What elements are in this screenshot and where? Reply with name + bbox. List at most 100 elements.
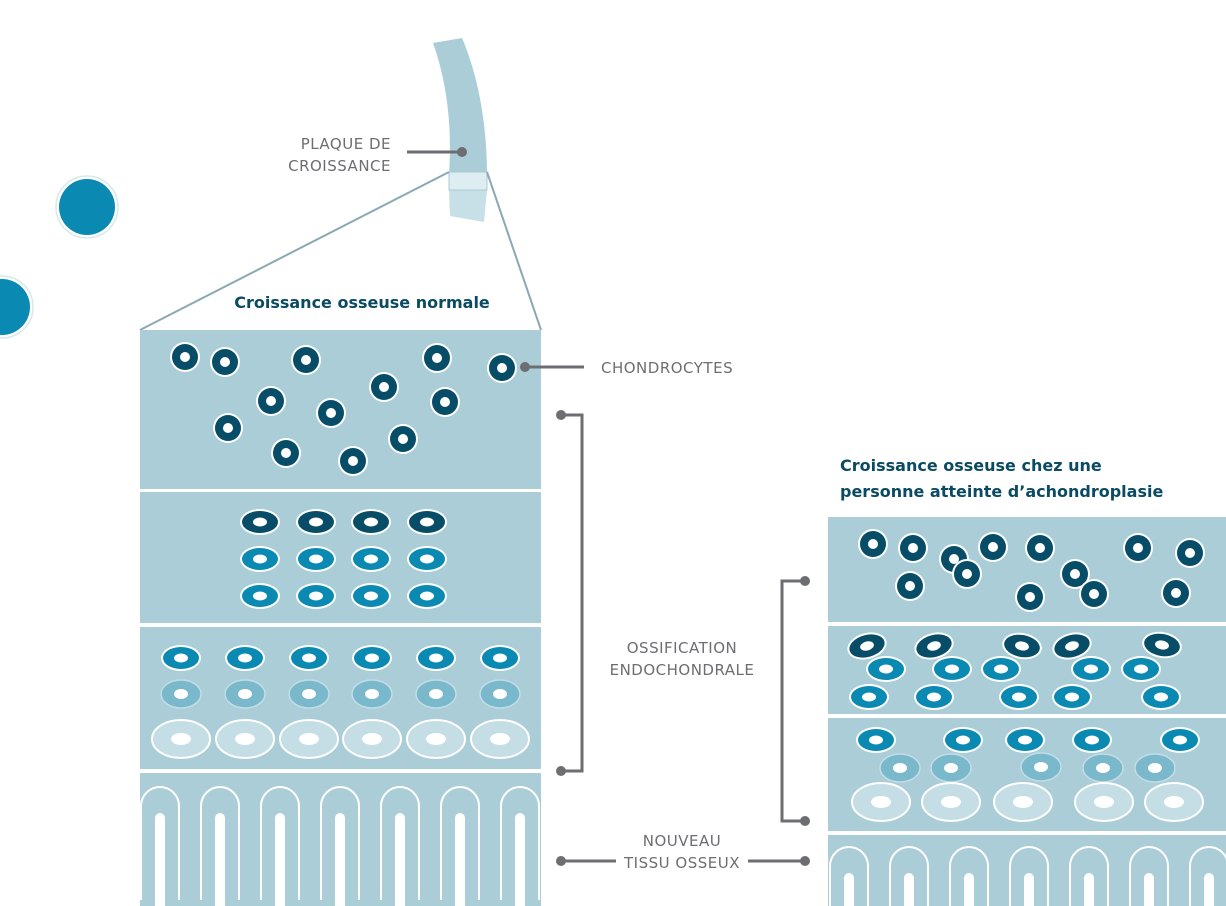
chondrocyte-cell [210,347,240,377]
decorative-dot [0,279,30,335]
chondrocyte-cell [170,342,200,372]
chondrocyte-cell [914,632,954,660]
chondrocyte-cell [161,645,201,671]
chondrocyte-cell [1005,727,1045,753]
chondrocyte-cell [993,782,1053,822]
chondrocyte-cell [296,583,336,609]
chondrocyte-cell [1002,632,1042,660]
chondrocyte-cell [213,413,243,443]
growth-plate-label: PLAQUE DE [301,135,391,153]
chondrocyte-cell [1161,578,1191,608]
bone-column [440,786,480,906]
zoom-line-right [486,171,542,331]
chondrocyte-cell [999,684,1039,710]
achondroplasia-title: Croissance osseuse chez une [840,456,1102,475]
chondrocyte-cell [288,679,330,709]
growth-plate-label-line1: PLAQUE DE [301,135,391,153]
chondrocyte-cell [1142,631,1182,659]
new-bone-leader [556,856,810,866]
growth-plate-highlight [448,171,488,191]
chondrocyte-cell [1134,753,1176,783]
chondrocyte-cell [296,509,336,535]
chondrocyte-cell [943,727,983,753]
chondrocyte-cell [279,719,339,759]
chondrocyte-cell [1121,656,1161,682]
chondrocyte-cell [430,387,460,417]
chondrocyte-cell [930,753,972,783]
ossification-label-line1: OSSIFICATION [627,639,738,657]
bone-column [1189,846,1226,906]
bone-column [1129,846,1169,906]
chondrocyte-cell [351,509,391,535]
ossification-label: OSSIFICATION [627,639,738,657]
bone-column [140,786,180,906]
chondrocyte-cell [351,546,391,572]
chondrocyte-cell [342,719,402,759]
chondrocyte-cell [487,353,517,383]
chondrocyte-cell [879,753,921,783]
chondrocyte-cell [1144,782,1204,822]
chondrocyte-cell [895,571,925,601]
ossification-bracket-normal [556,410,584,776]
chondrocyte-cell [480,645,520,671]
chondrocyte-cell [921,782,981,822]
chondrocyte-cell [898,533,928,563]
chondrocyte-cell [470,719,530,759]
zone-proliferative [140,492,541,623]
normal-title: Croissance osseuse normale [234,293,490,312]
normal-growth-panel [140,330,541,906]
chondrocyte-cell [856,727,896,753]
bone-column [500,786,540,906]
bone-column [949,846,989,906]
chondrocyte-cell [291,345,321,375]
ossification-label-line2: ENDOCHONDRALE [610,661,755,679]
chondrocyte-cell [407,583,447,609]
decorative-dots [0,175,119,339]
chondrocyte-cell [240,509,280,535]
chondrocyte-cell [932,656,972,682]
chondrocyte-cell [316,398,346,428]
chondrocyte-cell [416,645,456,671]
chondrocyte-cell [256,386,286,416]
new-bone-label: NOUVEAU [643,832,722,850]
new-bone-label: TISSU OSSEUX [623,854,740,872]
chondrocyte-cell [1082,753,1124,783]
new-bone-label-line2: TISSU OSSEUX [623,854,740,872]
chondrocyte-cell [866,656,906,682]
chondrocyte-cell [406,719,466,759]
chondrocyte-cell [1074,782,1134,822]
growth-plate-label-line2: CROISSANCE [288,157,391,175]
bone-column [889,846,929,906]
chondrocyte-cell [1052,684,1092,710]
chondrocyte-cell [1123,533,1153,563]
chondrocyte-cell [1141,684,1181,710]
chondrocyte-cell [1175,538,1205,568]
chondrocyte-cell [1015,582,1045,612]
bone-column [320,786,360,906]
chondrocyte-cell [240,546,280,572]
chondrocyte-cell [422,343,452,373]
achondroplasia-title-line2: personne atteinte d’achondroplasie [840,482,1163,501]
chondrocyte-cell [289,645,329,671]
chondrocyte-cell [858,529,888,559]
chondrocyte-cell [351,583,391,609]
chondrocyte-cell [407,546,447,572]
chondrocyte-cell [849,684,889,710]
chondrocyte-cell [352,645,392,671]
chondrocyte-cell [240,583,280,609]
chondrocyte-cell [847,632,887,660]
chondrocyte-cell [1160,727,1200,753]
chondrocyte-cell [1025,533,1055,563]
chondrocyte-cell [224,679,266,709]
chondrocyte-cell [151,719,211,759]
chondrocytes-label: CHONDROCYTES [601,359,733,377]
ossification-label: ENDOCHONDRALE [610,661,755,679]
chondrocyte-cell [1072,727,1112,753]
bone-column [380,786,420,906]
new-bone-label-line1: NOUVEAU [643,832,722,850]
chondrocyte-cell [271,438,301,468]
chondrocyte-cell [1060,559,1090,589]
chondrocyte-cell [1052,632,1092,660]
zoom-line-left [139,171,450,331]
bone-column [1009,846,1049,906]
